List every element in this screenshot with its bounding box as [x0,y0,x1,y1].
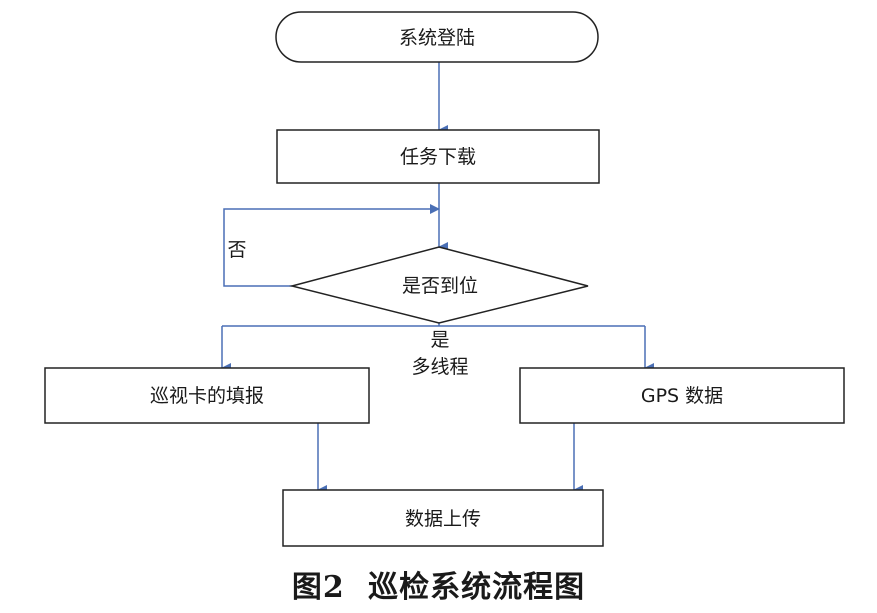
node-gps-label: GPS 数据 [641,385,723,407]
edge-label-multithread: 多线程 [411,356,468,378]
figure-title: 巡检系统流程图 [368,570,586,605]
terminator-shape [275,11,599,63]
node-login-label: 系统登陆 [399,27,475,49]
process-shape [276,129,600,184]
node-download: 任务下载 [276,129,600,184]
node-gps: GPS 数据 [519,367,845,424]
edge-label-no: 否 [227,239,246,261]
process-shape [519,367,845,424]
node-upload-label: 数据上传 [405,508,481,530]
process-shape [282,489,604,547]
decision-shape [289,246,589,324]
edge-no-loop [223,204,440,287]
process-shape [44,367,370,424]
flowchart: 系统登陆 任务下载 是否到位 巡视卡的填报 GPS 数据 数据上传 否 是 多线… [44,11,845,547]
figure-number: 图2 [291,570,345,605]
connectors [221,62,654,495]
node-decision-label: 是否到位 [402,275,478,297]
node-upload: 数据上传 [282,489,604,547]
node-fill-card: 巡视卡的填报 [44,367,370,424]
edge-label-yes: 是 [430,329,449,351]
figure-caption: 图2 巡检系统流程图 [0,562,877,606]
node-fill-card-label: 巡视卡的填报 [150,385,264,407]
node-download-label: 任务下载 [400,146,476,168]
node-decision: 是否到位 [289,246,589,324]
node-login: 系统登陆 [275,11,599,63]
